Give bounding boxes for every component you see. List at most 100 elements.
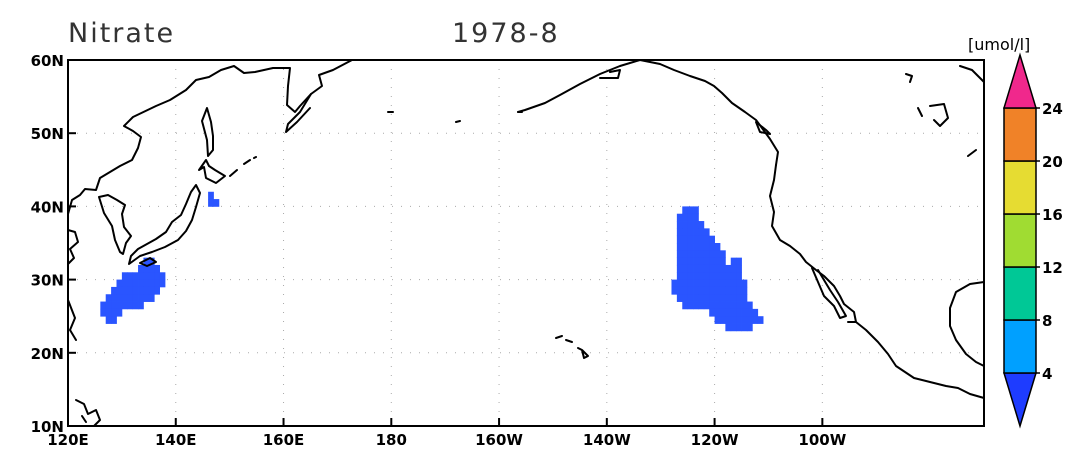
nitrate-cell <box>159 279 166 288</box>
nitrate-cell <box>725 294 732 302</box>
nitrate-cell <box>714 294 721 302</box>
nitrate-cell <box>682 294 689 302</box>
nitrate-cell <box>746 316 753 324</box>
nitrate-cell <box>714 250 721 259</box>
nitrate-cell <box>127 294 134 302</box>
colorbar-segment <box>1002 372 1038 429</box>
nitrate-cell <box>719 301 726 310</box>
nitrate-cell <box>714 308 721 317</box>
coastline-baja <box>811 267 847 319</box>
nitrate-cell <box>725 279 732 288</box>
nitrate-cell <box>741 308 748 317</box>
nitrate-cell <box>709 286 715 295</box>
colorbar-label: 20 <box>1042 153 1063 171</box>
nitrate-cell <box>682 221 689 229</box>
nitrate-cell <box>703 257 710 266</box>
nitrate-cell <box>693 279 699 288</box>
nitrate-cell <box>671 279 678 288</box>
nitrate-cell <box>719 257 726 266</box>
nitrate-cell <box>676 243 683 251</box>
nitrate-cell <box>116 286 123 295</box>
nitrate-cell <box>714 264 721 273</box>
coastline-aleutians <box>387 111 523 123</box>
nitrate-cell <box>736 316 742 324</box>
nitrate-cell <box>736 264 742 273</box>
nitrate-cell <box>121 279 128 288</box>
x-tick-label: 160W <box>475 431 523 449</box>
nitrate-cell <box>752 316 759 324</box>
nitrate-cell <box>682 213 689 222</box>
nitrate-cell <box>752 308 759 317</box>
nitrate-cell <box>698 257 705 266</box>
coastline-china <box>67 229 79 341</box>
nitrate-cell <box>709 308 715 317</box>
nitrate-cell <box>138 294 144 302</box>
nitrate-cell <box>698 243 705 251</box>
coastline-alaska <box>517 59 779 166</box>
nitrate-cell <box>709 279 715 288</box>
nitrate-cell <box>698 272 705 280</box>
colorbar-segment <box>1003 160 1037 215</box>
nitrate-cell <box>693 286 699 295</box>
coastline-kurils <box>229 156 257 177</box>
nitrate-cell <box>132 294 139 302</box>
x-tick-label: 180 <box>376 431 407 449</box>
nitrate-cell <box>703 228 710 237</box>
nitrate-cell <box>709 257 715 266</box>
nitrate-cell <box>111 308 117 317</box>
colorbar-segment <box>1003 266 1037 321</box>
nitrate-cell <box>709 272 715 280</box>
nitrate-cell <box>116 308 123 317</box>
nitrate-cell <box>682 264 689 273</box>
nitrate-cell <box>730 257 737 266</box>
nitrate-cell <box>736 279 742 288</box>
nitrate-cell <box>714 286 721 295</box>
nitrate-cell <box>703 243 710 251</box>
nitrate-cell <box>730 308 737 317</box>
nitrate-cell <box>703 279 710 288</box>
x-tick-label: 120W <box>691 431 739 449</box>
colorbar-segment <box>1002 52 1038 109</box>
nitrate-cell <box>698 294 705 302</box>
nitrate-cell <box>154 286 160 295</box>
nitrate-cell <box>676 250 683 259</box>
nitrate-cell <box>676 264 683 273</box>
nitrate-cell <box>741 279 748 288</box>
map-frame <box>67 59 985 427</box>
nitrate-cell <box>693 221 699 229</box>
nitrate-cell <box>682 206 689 215</box>
nitrate-cell <box>682 235 689 244</box>
nitrate-cell <box>111 316 117 324</box>
nitrate-cell <box>746 308 753 317</box>
nitrate-cell <box>719 294 726 302</box>
nitrate-cell <box>111 286 117 295</box>
nitrate-cell <box>127 272 134 280</box>
map-title: Nitrate <box>68 18 175 49</box>
nitrate-cell <box>719 250 726 259</box>
nitrate-cell <box>143 264 150 273</box>
nitrate-cell <box>127 279 134 288</box>
nitrate-cells <box>100 191 764 332</box>
coastline-kamchatka <box>285 93 312 133</box>
nitrate-cell <box>116 279 123 288</box>
coastline-japan-shikoku <box>139 257 157 267</box>
coastline-hudson <box>905 65 985 157</box>
nitrate-cell <box>121 272 128 280</box>
nitrate-cell <box>687 272 694 280</box>
nitrate-cell <box>682 272 689 280</box>
nitrate-cell <box>746 323 753 332</box>
colorbar-label: 8 <box>1042 312 1052 330</box>
nitrate-cell <box>698 279 705 288</box>
nitrate-cell <box>693 272 699 280</box>
y-tick-label: 10N <box>31 418 64 436</box>
nitrate-cell <box>714 279 721 288</box>
nitrate-cell <box>143 257 150 266</box>
nitrate-cell <box>709 235 715 244</box>
colorbar-label: 12 <box>1042 259 1063 277</box>
nitrate-cell <box>100 301 107 310</box>
nitrate-cell <box>714 316 721 324</box>
nitrate-cell <box>687 250 694 259</box>
coastline-japan-honshu <box>128 184 201 265</box>
nitrate-cell <box>682 301 689 310</box>
